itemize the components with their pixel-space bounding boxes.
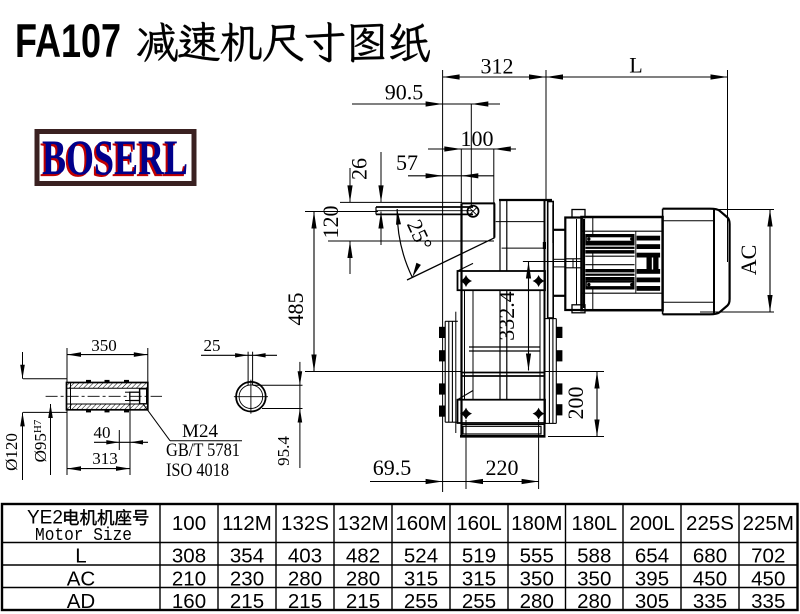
svg-text:403: 403 — [288, 545, 322, 568]
svg-text:100: 100 — [172, 512, 206, 535]
svg-text:215: 215 — [230, 590, 264, 613]
svg-text:335: 335 — [693, 590, 727, 613]
svg-text:M24: M24 — [182, 421, 218, 442]
svg-text:524: 524 — [404, 545, 438, 568]
svg-text:588: 588 — [577, 545, 611, 568]
svg-text:654: 654 — [635, 545, 669, 568]
svg-text:180M: 180M — [511, 512, 562, 535]
svg-text:Ø95H7: Ø95H7 — [31, 419, 50, 462]
svg-text:BOSERL: BOSERL — [40, 131, 186, 187]
svg-text:225M: 225M — [743, 512, 794, 535]
svg-text:702: 702 — [751, 545, 785, 568]
svg-text:305: 305 — [635, 590, 669, 613]
svg-text:450: 450 — [751, 567, 785, 590]
svg-text:FA107: FA107 — [15, 14, 121, 67]
svg-text:313: 313 — [92, 449, 118, 468]
svg-text:680: 680 — [693, 545, 727, 568]
svg-text:482: 482 — [346, 545, 380, 568]
svg-text:57: 57 — [396, 150, 418, 175]
svg-text:YE2: YE2 — [27, 508, 63, 529]
svg-text:160L: 160L — [456, 512, 502, 535]
svg-text:200L: 200L — [629, 512, 675, 535]
svg-text:280: 280 — [577, 590, 611, 613]
svg-text:215: 215 — [346, 590, 380, 613]
svg-text:350: 350 — [91, 336, 117, 355]
svg-text:90.5: 90.5 — [385, 80, 424, 105]
svg-text:308: 308 — [172, 545, 206, 568]
svg-text:350: 350 — [520, 567, 554, 590]
svg-text:BOSERL: BOSERL — [42, 129, 188, 185]
svg-text:112M: 112M — [222, 512, 272, 535]
svg-text:ISO 4018: ISO 4018 — [166, 460, 229, 481]
svg-text:220: 220 — [486, 455, 519, 480]
svg-text:GB/T 5781: GB/T 5781 — [166, 440, 240, 461]
svg-text:Ø120: Ø120 — [2, 433, 21, 471]
svg-text:280: 280 — [346, 567, 380, 590]
svg-text:132M: 132M — [337, 512, 388, 535]
svg-text:215: 215 — [288, 590, 322, 613]
svg-text:100: 100 — [461, 126, 494, 151]
svg-text:230: 230 — [230, 567, 264, 590]
svg-text:280: 280 — [520, 590, 554, 613]
svg-text:312: 312 — [481, 54, 514, 79]
svg-text:40: 40 — [94, 423, 111, 442]
svg-text:25: 25 — [204, 336, 221, 355]
svg-text:180L: 180L — [571, 512, 617, 535]
svg-text:95.4: 95.4 — [274, 436, 293, 466]
svg-text:350: 350 — [577, 567, 611, 590]
svg-text:315: 315 — [404, 567, 438, 590]
svg-text:L: L — [629, 53, 642, 78]
svg-text:26: 26 — [347, 158, 372, 180]
svg-text:L: L — [75, 545, 86, 568]
svg-text:519: 519 — [462, 545, 496, 568]
svg-text:200: 200 — [563, 387, 588, 420]
svg-text:255: 255 — [404, 590, 438, 613]
svg-text:160M: 160M — [395, 512, 446, 535]
svg-text:280: 280 — [288, 567, 322, 590]
svg-text:160: 160 — [172, 590, 206, 613]
svg-text:450: 450 — [693, 567, 727, 590]
svg-text:315: 315 — [462, 567, 496, 590]
svg-text:120: 120 — [318, 206, 343, 239]
svg-text:AC: AC — [67, 567, 96, 590]
svg-text:AD: AD — [67, 590, 95, 613]
svg-text:69.5: 69.5 — [373, 455, 412, 480]
svg-text:210: 210 — [172, 567, 206, 590]
svg-text:AC: AC — [736, 245, 761, 276]
svg-text:395: 395 — [635, 567, 669, 590]
svg-text:354: 354 — [230, 545, 264, 568]
svg-text:335: 335 — [751, 590, 785, 613]
svg-text:Motor Size: Motor Size — [35, 525, 132, 546]
svg-text:132S: 132S — [281, 512, 329, 535]
svg-text:255: 255 — [462, 590, 496, 613]
svg-text:485: 485 — [283, 293, 308, 326]
svg-text:225S: 225S — [686, 512, 734, 535]
svg-text:555: 555 — [520, 545, 554, 568]
svg-text:25°: 25° — [402, 216, 438, 254]
